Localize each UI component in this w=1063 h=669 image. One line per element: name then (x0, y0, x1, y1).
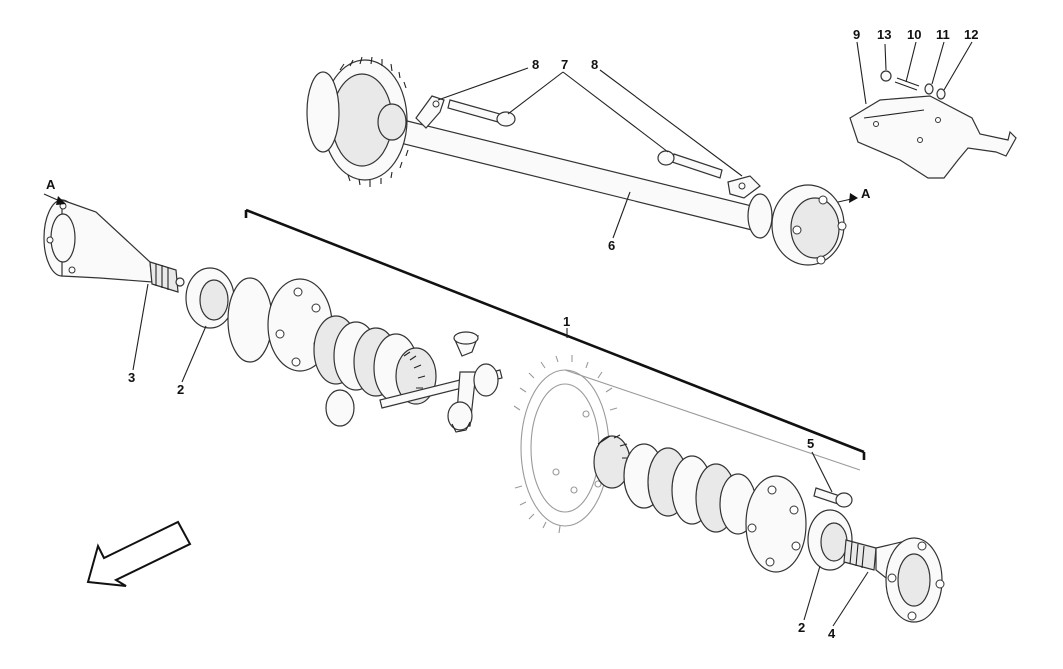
planet-gear-top (453, 331, 479, 357)
callout-11: 11 (936, 27, 950, 42)
right-clutch-plates (623, 443, 757, 535)
callout-labels: 1 2 3 2 4 5 6 7 8 8 9 13 10 11 12 A A (46, 27, 978, 641)
callout-8-left: 8 (532, 57, 539, 72)
left-shaft-splines (149, 261, 179, 293)
left-bolt (447, 99, 501, 123)
shield-washer-a (924, 83, 934, 95)
differential-case-right-half (745, 475, 807, 573)
shield-stud (894, 77, 920, 91)
callout-5: 5 (807, 436, 814, 451)
callout-13: 13 (877, 27, 891, 42)
left-crown-teeth (339, 56, 409, 187)
callout-12: 12 (964, 27, 978, 42)
heat-shield-assembly (849, 70, 1017, 179)
callout-2-left: 2 (177, 382, 184, 397)
callout-1: 1 (563, 314, 570, 329)
callout-4: 4 (828, 626, 836, 641)
planet-gear-right (473, 363, 499, 397)
callout-6: 6 (608, 238, 615, 253)
heat-shield (849, 95, 1017, 179)
leader-lines (132, 41, 973, 627)
callout-8-right: 8 (591, 57, 598, 72)
planet-gear-left (325, 389, 355, 427)
callout-3: 3 (128, 370, 135, 385)
callout-2-right: 2 (798, 620, 805, 635)
planet-gear-bottom (447, 401, 473, 433)
callout-10: 10 (907, 27, 921, 42)
left-output-shaft (43, 193, 185, 293)
left-hanger-bracket (415, 95, 445, 129)
top-axle-assembly (306, 56, 858, 266)
right-bearing (807, 509, 853, 571)
assembly-bracket-1 (244, 208, 866, 460)
hollow-arrow-pointing-down-left-icon (86, 520, 192, 587)
section-label-a-left: A (46, 177, 56, 192)
left-bearing (185, 267, 235, 329)
callout-7: 7 (561, 57, 568, 72)
shield-nut (880, 70, 892, 82)
callout-9: 9 (853, 27, 860, 42)
axle-tube (387, 117, 761, 231)
right-output-shaft (843, 537, 945, 623)
right-bolt (671, 153, 723, 179)
shield-washer-b (936, 88, 946, 100)
section-label-a-right: A (861, 186, 871, 201)
case-bolt (813, 487, 853, 508)
